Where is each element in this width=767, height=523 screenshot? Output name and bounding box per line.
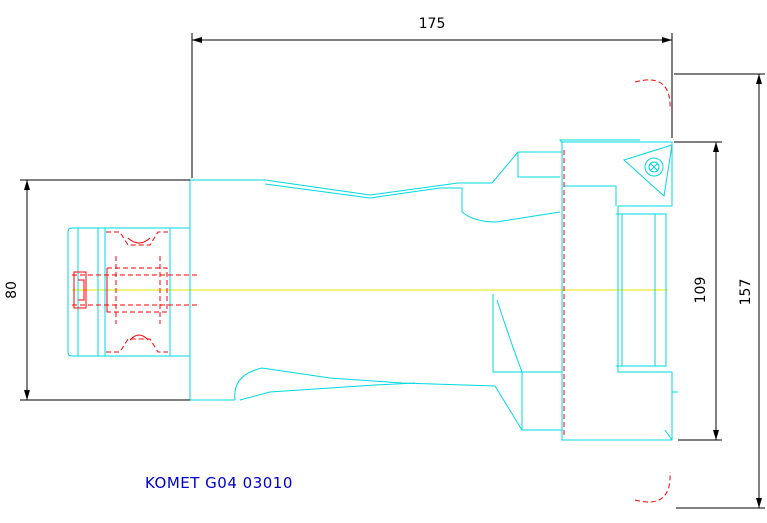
cut-arc-top bbox=[634, 79, 671, 111]
dimension-label-inner-height: 109 bbox=[693, 277, 709, 304]
cut-arc-bottom bbox=[634, 471, 671, 503]
cutting-insert bbox=[623, 144, 673, 197]
dimension-label-overall-length: 175 bbox=[419, 16, 446, 32]
dimension-shank-diameter bbox=[20, 179, 190, 401]
dimension-outer-diameter bbox=[674, 73, 765, 509]
dimension-overall-length bbox=[191, 33, 673, 178]
dimension-label-outer-diameter: 157 bbox=[738, 279, 754, 306]
dimension-inner-height bbox=[674, 141, 722, 441]
cutter-head bbox=[558, 139, 678, 441]
shank-hidden-features bbox=[72, 231, 200, 353]
tool-body bbox=[189, 151, 562, 431]
part-caption: KOMET G04 03010 bbox=[145, 474, 293, 492]
dimension-label-shank-diameter: 80 bbox=[4, 281, 20, 299]
